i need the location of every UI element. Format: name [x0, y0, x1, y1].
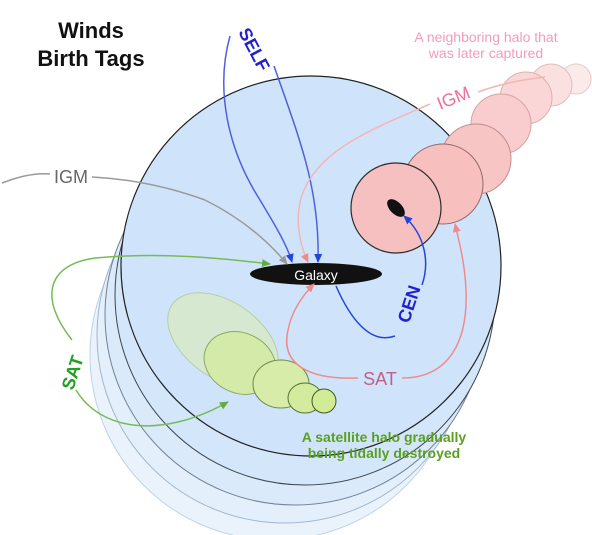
satellite-halo-stream [167, 292, 337, 414]
self-arrow [223, 35, 294, 263]
title-line2: Birth Tags [37, 46, 144, 71]
cen-loop [335, 285, 396, 339]
self-return-path [273, 65, 323, 263]
igm-right-arrow [297, 103, 431, 263]
neighbor-note-line2: was later captured [428, 45, 543, 61]
sat-left-arrow-in [51, 254, 271, 341]
sat-bottom-arrow-right [401, 223, 467, 379]
title-line1: Winds [58, 18, 124, 43]
igm-right-label: IGM [434, 82, 473, 113]
galaxy-label: Galaxy [294, 267, 338, 283]
sat-bottom-label: SAT [363, 369, 397, 389]
sat-bottom-arrow-left [285, 283, 359, 379]
neighbor-note-line1: A neighboring halo that [414, 29, 557, 45]
satellite-note-line2: being tidally destroyed [308, 445, 460, 461]
satellite-note-line1: A satellite halo gradually [302, 429, 467, 445]
self-label: SELF [234, 24, 273, 74]
igm-left-arrow [1, 172, 287, 264]
sat-left-arrow-out [75, 389, 229, 427]
igm-left-label: IGM [54, 167, 88, 187]
cen-arrow [403, 215, 427, 286]
neighbor-galaxy [387, 199, 405, 217]
sat-left-label: SAT [58, 353, 88, 392]
igm-right-tail [477, 76, 546, 93]
